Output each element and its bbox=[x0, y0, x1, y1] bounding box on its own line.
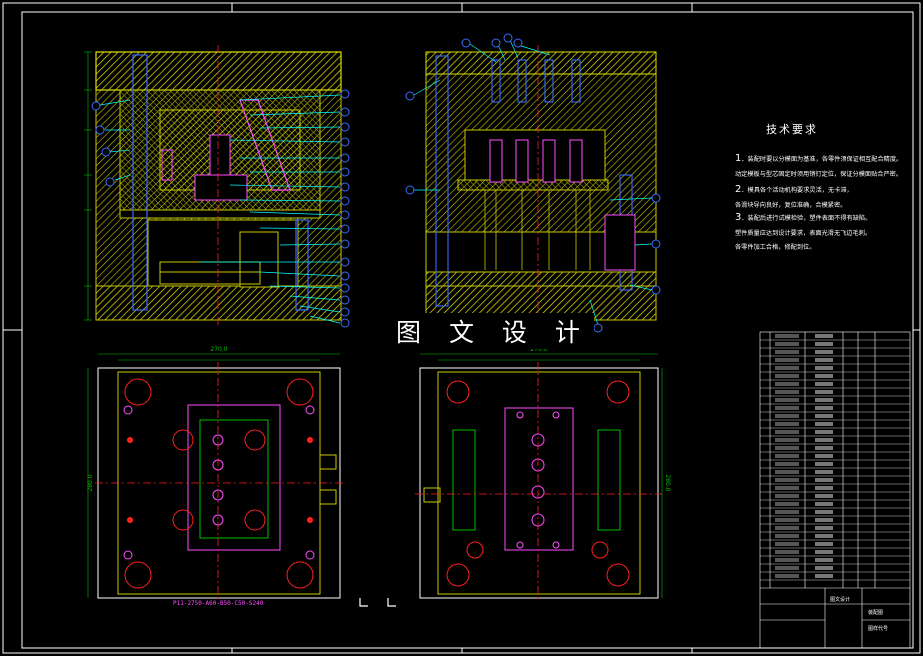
bom-row-material-block bbox=[815, 462, 833, 466]
bom-row-material-block bbox=[815, 534, 833, 538]
top-width-dim: 270.0 bbox=[530, 346, 547, 353]
bom-row-material-block bbox=[815, 446, 833, 450]
bom-row-material-block bbox=[815, 430, 833, 434]
bom-row-text-block bbox=[775, 510, 799, 514]
side-section-view bbox=[405, 33, 661, 333]
bom-row-text-block bbox=[775, 398, 799, 402]
bom-row-text-block bbox=[775, 574, 799, 578]
bom-row-text-block bbox=[775, 382, 799, 386]
bom-row-material-block bbox=[815, 438, 833, 442]
bom-row-text-block bbox=[775, 342, 799, 346]
top-plan-view bbox=[415, 353, 663, 600]
bom-row-text-block bbox=[775, 542, 799, 546]
note-2-line-2: 各滑块导向良好，复位准确，合模紧密。 bbox=[735, 202, 847, 209]
front-height-dim: 280.0 bbox=[87, 474, 94, 491]
front-section-view bbox=[84, 45, 350, 328]
bom-row-text-block bbox=[775, 550, 799, 554]
bom-row-text-block bbox=[775, 478, 799, 482]
bom-row-text-block bbox=[775, 518, 799, 522]
bom-row-material-block bbox=[815, 358, 833, 362]
top-height-dim: 280.0 bbox=[664, 474, 671, 491]
bom-row-material-block bbox=[815, 390, 833, 394]
bom-row-material-block bbox=[815, 542, 833, 546]
bom-row-material-block bbox=[815, 478, 833, 482]
bom-row-material-block bbox=[815, 366, 833, 370]
note-2-number: 2 bbox=[735, 184, 742, 195]
bom-row-material-block bbox=[815, 470, 833, 474]
bom-row-material-block bbox=[815, 566, 833, 570]
bom-rows bbox=[760, 334, 910, 581]
bom-row-text-block bbox=[775, 462, 799, 466]
bom-row-material-block bbox=[815, 526, 833, 530]
bom-row-text-block bbox=[775, 486, 799, 490]
bom-row-material-block bbox=[815, 494, 833, 498]
note-3-number: 3 bbox=[735, 212, 742, 223]
bom-row-material-block bbox=[815, 406, 833, 410]
bom-row-material-block bbox=[815, 486, 833, 490]
bom-row-material-block bbox=[815, 334, 833, 338]
bom-row-text-block bbox=[775, 334, 799, 338]
bom-row-text-block bbox=[775, 358, 799, 362]
section-marks bbox=[359, 598, 396, 607]
note-2-line-1: 2．模具各个活动机构要求灵活，无卡滞， bbox=[735, 184, 853, 195]
bom-row-text-block bbox=[775, 414, 799, 418]
front-width-dim: 270.0 bbox=[210, 346, 227, 353]
title-block-designer: 图文设计 bbox=[830, 597, 851, 603]
bom-row-text-block bbox=[775, 446, 799, 450]
title-block-drawing-name: 装配图 bbox=[868, 610, 884, 616]
bom-row-material-block bbox=[815, 382, 833, 386]
bom-row-material-block bbox=[815, 502, 833, 506]
bom-row-material-block bbox=[815, 350, 833, 354]
note-3-line-3: 各零件加工合格，修配到位。 bbox=[735, 244, 816, 251]
bom-row-material-block bbox=[815, 414, 833, 418]
bom-row-text-block bbox=[775, 534, 799, 538]
bom-row-text-block bbox=[775, 430, 799, 434]
note-1-line-1: 1．装配时要以分模面为基准，各零件须保证相互配合精度。 bbox=[735, 153, 902, 164]
tech-requirements-title: 技术要求 bbox=[766, 123, 818, 136]
bom-row-text-block bbox=[775, 502, 799, 506]
note-3-line-1: 3．装配后进行试模检验，塑件表面不得有缺陷。 bbox=[735, 212, 871, 223]
title-block-drawing-no: 图样代号 bbox=[868, 626, 889, 632]
bom-row-text-block bbox=[775, 558, 799, 562]
bom-row-material-block bbox=[815, 454, 833, 458]
bom-row-text-block bbox=[775, 566, 799, 570]
bom-row-material-block bbox=[815, 518, 833, 522]
bom-row-text-block bbox=[775, 422, 799, 426]
note-1-number: 1 bbox=[735, 153, 742, 164]
bom-row-text-block bbox=[775, 366, 799, 370]
bom-row-material-block bbox=[815, 422, 833, 426]
watermark-text: 图 文 设 计 bbox=[392, 313, 594, 349]
bom-row-material-block bbox=[815, 558, 833, 562]
bom-row-text-block bbox=[775, 350, 799, 354]
bom-row-text-block bbox=[775, 494, 799, 498]
bom-row-text-block bbox=[775, 438, 799, 442]
bom-row-text-block bbox=[775, 390, 799, 394]
bom-row-material-block bbox=[815, 342, 833, 346]
bom-row-text-block bbox=[775, 406, 799, 410]
front-plan-view bbox=[87, 353, 345, 600]
bom-row-text-block bbox=[775, 470, 799, 474]
bom-row-material-block bbox=[815, 550, 833, 554]
bom-row-text-block bbox=[775, 374, 799, 378]
note-1-text: ．装配时要以分模面为基准，各零件须保证相互配合精度。 bbox=[741, 156, 903, 163]
note-2-text: ．模具各个活动机构要求灵活，无卡滞， bbox=[741, 187, 853, 194]
note-3-line-2: 塑件质量应达到设计要求，表面光滑无飞边毛刺。 bbox=[735, 230, 872, 237]
bom-row-material-block bbox=[815, 374, 833, 378]
bom-row-material-block bbox=[815, 398, 833, 402]
bom-row-material-block bbox=[815, 574, 833, 578]
bom-row-text-block bbox=[775, 526, 799, 530]
bom-row-material-block bbox=[815, 510, 833, 514]
note-3-text: ．装配后进行试模检验，塑件表面不得有缺陷。 bbox=[741, 215, 872, 222]
note-1-line-2: 动定模板与型芯固定时须用销钉定位，保证分模面贴合严密。 bbox=[735, 171, 903, 178]
bom-row-text-block bbox=[775, 454, 799, 458]
mold-base-spec-label: P11-2750-A60-B50-C50-S240 bbox=[173, 600, 264, 607]
